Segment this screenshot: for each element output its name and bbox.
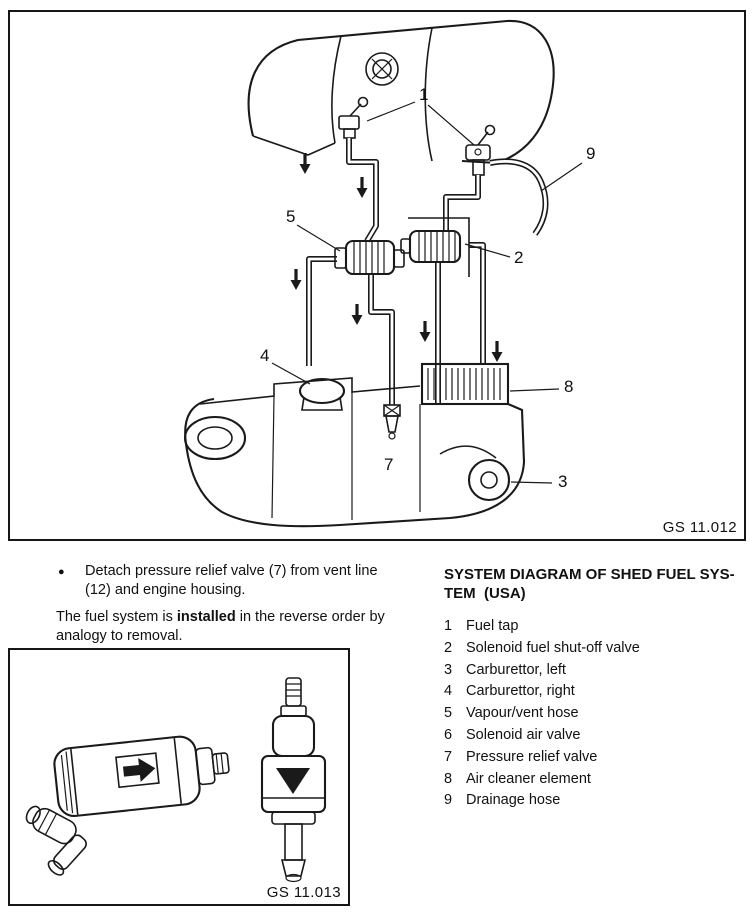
carburettor-right-dome: [298, 377, 346, 411]
figure-gs-11-013: GS 11.013: [8, 648, 350, 906]
installation-note-bold: installed: [176, 609, 236, 625]
figure-gs-11-012: 1 9 5 2 4 8 3 7 GS 11.012: [8, 10, 746, 541]
legend-item-num: 6: [444, 726, 453, 743]
hose-tank-right: [443, 175, 481, 231]
legend-item-6: 6 Solenoid air valve: [444, 725, 746, 747]
air-cleaner-element: [420, 362, 510, 406]
check-valve: [260, 677, 327, 883]
legend-item-num: 4: [444, 683, 453, 700]
solenoid-valve-right: [400, 217, 470, 277]
filler-cap-icon: [365, 52, 399, 86]
legend-item-label: Carburettor, right: [466, 683, 575, 700]
fuel-tap-left: [338, 96, 369, 139]
legend-item-label: Fuel tap: [466, 618, 519, 634]
legend-item-1: 1 Fuel tap: [444, 616, 746, 638]
legend-item-7: 7 Pressure relief valve: [444, 747, 746, 769]
fuel-tank: [247, 19, 555, 165]
pressure-relief-valve: [383, 404, 401, 440]
bullet-icon: ●: [58, 566, 65, 578]
legend-item-label: Drainage hose: [466, 792, 561, 809]
legend-item-label: Solenoid air valve: [466, 726, 581, 743]
installation-note-pre: The fuel system is: [56, 609, 177, 625]
filter-inlet-fittings: [25, 805, 77, 845]
legend-title-line1: SYSTEM DIAGRAM OF SHED FUEL SYS-: [444, 566, 735, 583]
installation-note-post: in the reverse order by analogy to remov…: [56, 609, 385, 644]
callout-drainage-hose: 9: [586, 144, 595, 163]
legend-item-label: Solenoid fuel shut-off valve: [466, 639, 640, 656]
bullet-item: ● Detach pressure relief valve (7) from …: [56, 562, 400, 599]
fuel-filter: [53, 735, 230, 818]
legend-item-2: 2 Solenoid fuel shut-off valve: [444, 638, 746, 660]
legend-item-num: 8: [444, 770, 453, 787]
legend-item-label: Carburettor, left: [466, 661, 566, 678]
drainage-hose: [489, 158, 549, 236]
hose-tank-left: [346, 138, 379, 243]
callout-solenoid-fuel-valve: 2: [514, 248, 523, 267]
callout-pressure-relief-valve: 7: [384, 455, 393, 474]
legend-item-num: 5: [444, 705, 453, 722]
callout-vapour-vent-hose: 5: [286, 207, 295, 226]
engine-block: [183, 377, 526, 528]
figure-caption-gs-11-012: GS 11.012: [662, 519, 737, 536]
legend-item-4: 4 Carburettor, right: [444, 681, 746, 703]
legend-item-label: Air cleaner element: [466, 770, 591, 787]
bullet-text: Detach pressure relief valve (7) from ve…: [85, 563, 378, 598]
filter-outlet-pipe: [47, 834, 87, 876]
legend-item-label: Pressure relief valve: [466, 748, 598, 765]
legend-item-num: 3: [444, 661, 453, 678]
valve-direction-triangle-icon: [276, 768, 310, 794]
installation-note: The fuel system is installed in the reve…: [56, 608, 400, 645]
solenoid-valve-left: [334, 239, 405, 276]
fuel-system-diagram-illustration: 1 9 5 2 4 8 3 7: [183, 19, 595, 528]
carburettor-left: [467, 458, 511, 502]
figure-caption-gs-11-013: GS 11.013: [266, 884, 341, 901]
removal-notes: ● Detach pressure relief valve (7) from …: [56, 562, 400, 645]
legend-item-label: Vapour/vent hose: [466, 705, 579, 722]
fuel-filter-and-valve-illustration: [25, 677, 327, 883]
legend-item-num: 9: [444, 792, 453, 809]
fuel-tap-right: [465, 124, 496, 176]
legend-item-5: 5 Vapour/vent hose: [444, 703, 746, 725]
legend-title: SYSTEM DIAGRAM OF SHED FUEL SYS- TEM (US…: [444, 565, 746, 603]
system-diagram-legend: SYSTEM DIAGRAM OF SHED FUEL SYS- TEM (US…: [444, 565, 746, 812]
hose-to-relief-valve: [368, 275, 395, 405]
legend-title-line2: TEM (USA): [444, 585, 526, 602]
callout-air-cleaner: 8: [564, 377, 573, 396]
callout-carburettor-right: 4: [260, 346, 269, 365]
callout-fuel-tap: 1: [419, 85, 428, 104]
legend-item-9: 9 Drainage hose: [444, 790, 746, 812]
legend-item-num: 1: [444, 618, 453, 634]
flow-arrow-icons: [290, 153, 503, 362]
legend-item-8: 8 Air cleaner element: [444, 769, 746, 791]
legend-item-num: 7: [444, 748, 453, 765]
hose-to-air-cleaner: [469, 242, 486, 363]
legend-item-3: 3 Carburettor, left: [444, 660, 746, 682]
legend-item-num: 2: [444, 639, 453, 656]
callout-carburettor-left: 3: [558, 472, 567, 491]
flow-direction-arrow-icon: [122, 758, 156, 782]
vapour-vent-hose: [306, 256, 337, 366]
callouts: 1 9 5 2 4 8 3 7: [260, 85, 595, 491]
